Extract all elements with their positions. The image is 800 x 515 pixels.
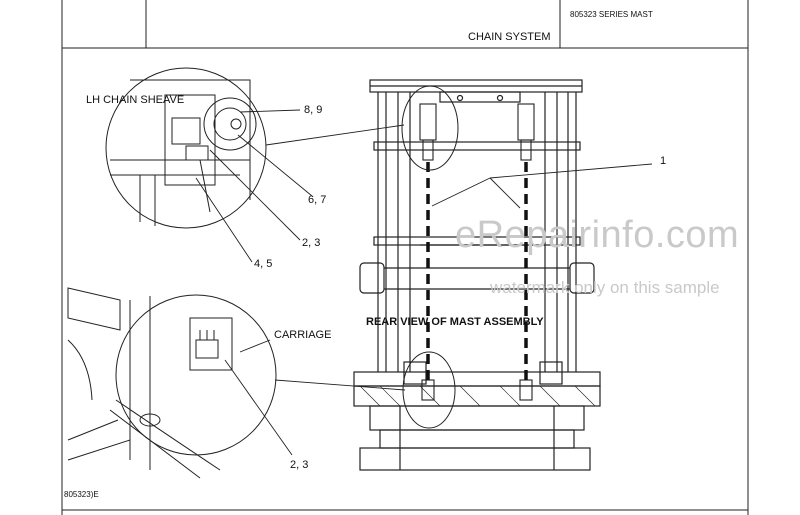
- label-carriage: CARRIAGE: [274, 329, 332, 341]
- sheave-detail: [105, 67, 267, 229]
- watermark-note: watermark only on this sample: [490, 278, 720, 297]
- label-item-2-3-bottom: 2, 3: [290, 459, 309, 471]
- mast-assembly: [353, 79, 601, 471]
- chain-anchors: [419, 103, 535, 401]
- label-item-6-7: 6, 7: [308, 194, 327, 206]
- label-item-1: 1: [660, 155, 667, 167]
- title-block: [61, 0, 749, 515]
- label-item-8-9: 8, 9: [304, 104, 323, 116]
- label-lh-chain-sheave: LH CHAIN SHEAVE: [86, 94, 185, 106]
- label-rear-view: REAR VIEW OF MAST ASSEMBLY: [366, 316, 544, 328]
- label-item-4-5: 4, 5: [254, 258, 273, 270]
- figure-id: 805323)E: [64, 490, 99, 499]
- label-item-2-3-top: 2, 3: [302, 237, 321, 249]
- watermark-site: eRepairinfo.com: [455, 214, 740, 256]
- carriage-detail: [67, 287, 277, 479]
- section-title: CHAIN SYSTEM: [468, 31, 551, 43]
- series-title: 805323 SERIES MAST: [570, 10, 653, 19]
- lift-chains: [426, 162, 528, 380]
- leader-lines: [195, 109, 653, 456]
